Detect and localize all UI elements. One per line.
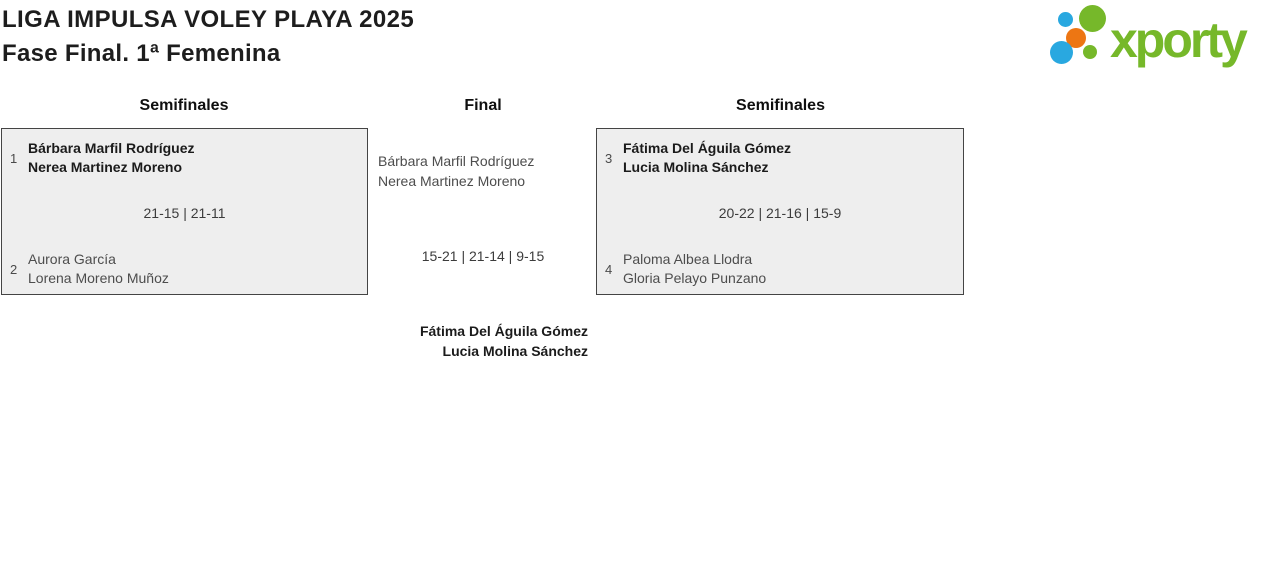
player-name: Paloma Albea Llodra	[623, 251, 753, 267]
team-names: Aurora García Lorena Moreno Muñoz	[28, 250, 169, 288]
player-name: Gloria Pelayo Punzano	[623, 270, 767, 286]
round-header-semifinal-right: Semifinales	[736, 97, 825, 114]
round-header-final: Final	[464, 97, 502, 114]
team-row: 2 Aurora García Lorena Moreno Muñoz	[10, 250, 169, 288]
team-names-winner: Fátima Del Águila Gómez Lucia Molina Sán…	[623, 139, 791, 177]
player-name: Fátima Del Águila Gómez	[623, 140, 792, 156]
final-winner-names: Fátima Del Águila Gómez Lucia Molina Sán…	[370, 321, 588, 361]
team-names: Paloma Albea Llodra Gloria Pelayo Punzan…	[623, 250, 766, 288]
player-name: Fátima Del Águila Gómez	[419, 323, 588, 339]
team-row: 4 Paloma Albea Llodra Gloria Pelayo Punz…	[605, 250, 766, 288]
player-name: Lucia Molina Sánchez	[623, 159, 769, 175]
page-subtitle: Fase Final. 1ª Femenina	[2, 40, 281, 67]
player-name: Aurora García	[28, 251, 116, 267]
logo-dot-icon	[1066, 28, 1086, 48]
team-row: 1 Bárbara Marfil Rodríguez Nerea Martine…	[10, 139, 194, 177]
match-score: 21-15 | 21-11	[143, 205, 226, 221]
logo-dot-icon	[1050, 41, 1073, 64]
seed-number: 1	[10, 150, 18, 166]
round-header-semifinal-left: Semifinales	[139, 97, 229, 114]
seed-number: 3	[605, 150, 613, 166]
match-score: 20-22 | 21-16 | 15-9	[718, 205, 842, 221]
logo-dot-icon	[1058, 12, 1073, 27]
final-match-score: 15-21 | 21-14 | 9-15	[421, 248, 545, 264]
page-title: LIGA IMPULSA VOLEY PLAYA 2025	[2, 6, 415, 33]
player-name: Nerea Martinez Moreno	[28, 159, 183, 175]
match-box-semifinal-right[interactable]: 3 Fátima Del Águila Gómez Lucia Molina S…	[596, 128, 964, 295]
xporty-logo[interactable]: xporty	[1048, 4, 1278, 70]
player-name: Lorena Moreno Muñoz	[28, 270, 169, 286]
player-name: Bárbara Marfil Rodríguez	[378, 153, 535, 169]
match-box-semifinal-left[interactable]: 1 Bárbara Marfil Rodríguez Nerea Martine…	[1, 128, 368, 295]
player-name: Lucia Molina Sánchez	[442, 343, 588, 359]
team-names-winner: Bárbara Marfil Rodríguez Nerea Martinez …	[28, 139, 194, 177]
logo-wordmark: xporty	[1110, 12, 1248, 68]
seed-number: 4	[605, 261, 613, 277]
logo-dot-icon	[1079, 5, 1106, 32]
logo-dot-icon	[1083, 45, 1097, 59]
seed-number: 2	[10, 261, 18, 277]
player-name: Nerea Martinez Moreno	[378, 173, 526, 189]
team-row: 3 Fátima Del Águila Gómez Lucia Molina S…	[605, 139, 791, 177]
final-team-names: Bárbara Marfil Rodríguez Nerea Martinez …	[378, 151, 534, 191]
player-name: Bárbara Marfil Rodríguez	[28, 140, 195, 156]
